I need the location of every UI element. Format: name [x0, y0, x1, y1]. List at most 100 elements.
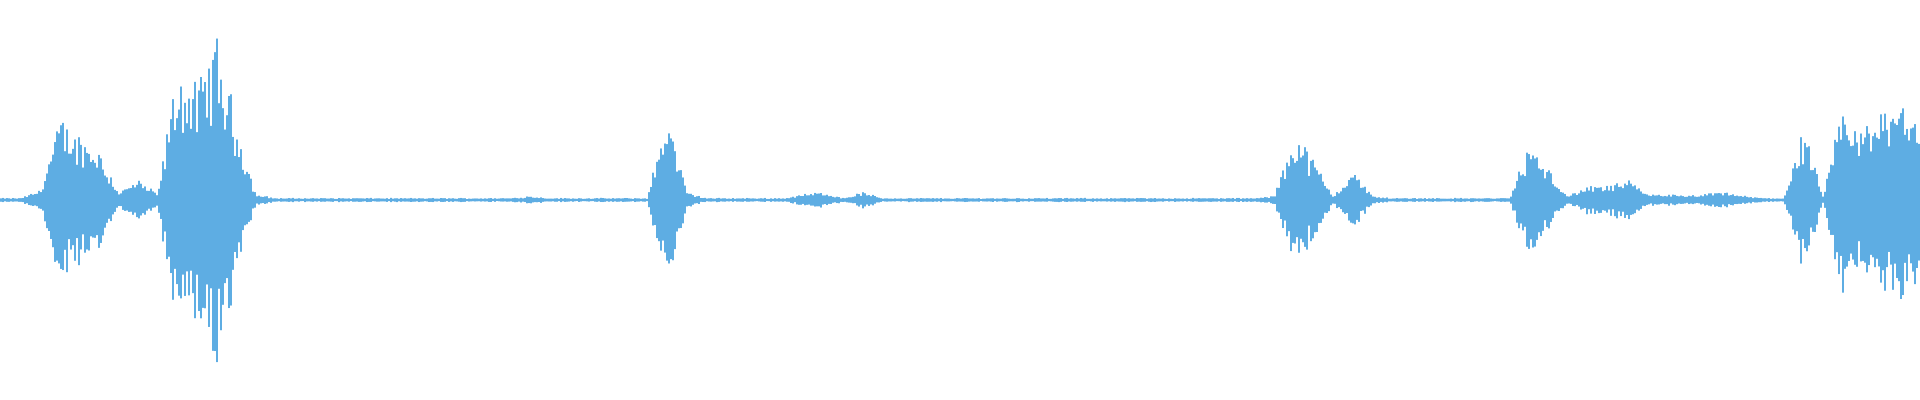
waveform-sample — [416, 198, 418, 202]
waveform-sample — [304, 198, 306, 203]
waveform-sample — [848, 197, 850, 203]
waveform-sample — [404, 198, 406, 202]
waveform-sample — [22, 197, 24, 203]
waveform-sample — [1140, 198, 1142, 202]
waveform-sample — [1178, 198, 1180, 202]
waveform-sample — [1304, 147, 1306, 247]
waveform-sample — [1350, 177, 1352, 223]
waveform-sample — [1148, 198, 1150, 202]
waveform-sample — [1092, 198, 1094, 202]
waveform-sample — [1560, 192, 1562, 209]
waveform-sample — [324, 198, 326, 202]
waveform-sample — [216, 38, 218, 363]
waveform-sample — [1738, 196, 1740, 204]
waveform-sample — [40, 192, 42, 209]
waveform-sample — [24, 196, 26, 204]
waveform-sample — [1184, 198, 1186, 202]
waveform-sample — [834, 197, 836, 203]
waveform-sample — [374, 198, 376, 202]
waveform-sample — [1310, 160, 1312, 242]
waveform-sample — [206, 117, 208, 285]
waveform-sample — [502, 198, 504, 202]
waveform-sample — [696, 196, 698, 204]
waveform-sample — [1110, 198, 1112, 202]
waveform-sample — [812, 195, 814, 206]
waveform-sample — [930, 198, 932, 202]
waveform-sample — [432, 197, 434, 203]
waveform-sample — [1678, 196, 1680, 204]
waveform-sample — [34, 194, 36, 206]
waveform-sample — [962, 198, 964, 202]
waveform-sample — [1248, 198, 1250, 202]
waveform-sample — [1726, 192, 1728, 208]
waveform-sample — [482, 198, 484, 202]
waveform-sample — [1528, 154, 1530, 249]
waveform-sample — [166, 134, 168, 260]
waveform-sample — [1562, 192, 1564, 209]
waveform-sample — [1602, 191, 1604, 211]
waveform-sample — [1158, 198, 1160, 202]
waveform-sample — [1032, 198, 1034, 202]
waveform-sample — [1170, 198, 1172, 202]
waveform-sample — [1794, 163, 1796, 235]
waveform-sample — [1772, 198, 1774, 202]
waveform-sample — [90, 161, 92, 237]
waveform-sample — [106, 177, 108, 223]
waveform-sample — [1382, 197, 1384, 203]
waveform-sample — [1204, 198, 1206, 202]
waveform-sample — [406, 198, 408, 202]
waveform-sample — [852, 196, 854, 204]
waveform-sample — [818, 193, 820, 207]
waveform-sample — [92, 159, 94, 238]
waveform-sample — [1806, 147, 1808, 252]
waveform-sample — [836, 196, 838, 204]
waveform-sample — [1000, 198, 1002, 202]
waveform-sample — [1728, 195, 1730, 205]
waveform-sample — [388, 198, 390, 202]
waveform-sample — [1766, 198, 1768, 202]
waveform-sample — [1532, 155, 1534, 248]
waveform-sample — [466, 199, 468, 202]
waveform-sample — [1368, 191, 1370, 208]
waveform-sample — [830, 195, 832, 204]
waveform-sample — [1474, 198, 1476, 202]
waveform-sample — [734, 198, 736, 202]
waveform-sample — [1548, 170, 1550, 229]
waveform-sample — [1844, 124, 1846, 269]
waveform-sample — [1058, 198, 1060, 203]
waveform-sample — [1774, 198, 1776, 202]
waveform-sample — [1070, 198, 1072, 202]
waveform-sample — [958, 198, 960, 202]
waveform-sample — [372, 198, 374, 202]
waveform-sample — [448, 198, 450, 202]
waveform-sample — [960, 198, 962, 202]
waveform-sample — [210, 125, 212, 289]
waveform-sample — [284, 198, 286, 202]
waveform-sample — [1364, 186, 1366, 214]
waveform-sample — [354, 198, 356, 202]
waveform-sample — [1448, 198, 1450, 202]
waveform-sample — [972, 198, 974, 202]
waveform-sample — [1492, 198, 1494, 202]
waveform-sample — [396, 198, 398, 203]
waveform-sample — [568, 198, 570, 202]
waveform-sample — [1762, 198, 1764, 202]
waveform-sample — [1062, 198, 1064, 202]
waveform-sample — [208, 68, 210, 327]
waveform-sample — [282, 198, 284, 202]
waveform-sample — [1716, 193, 1718, 207]
waveform-sample — [1510, 196, 1512, 204]
waveform-sample — [220, 79, 222, 331]
waveform-sample — [96, 167, 98, 236]
waveform-sample — [1334, 196, 1336, 204]
waveform-sample — [1790, 181, 1792, 216]
waveform-sample — [1198, 198, 1200, 202]
waveform-sample — [1822, 196, 1824, 203]
waveform-sample — [1500, 198, 1502, 202]
waveform-sample — [1612, 191, 1614, 210]
waveform-sample — [1124, 198, 1126, 203]
waveform-sample — [134, 187, 136, 213]
waveform-sample — [1754, 197, 1756, 203]
waveform-sample — [1404, 198, 1406, 202]
waveform-sample — [128, 188, 130, 212]
